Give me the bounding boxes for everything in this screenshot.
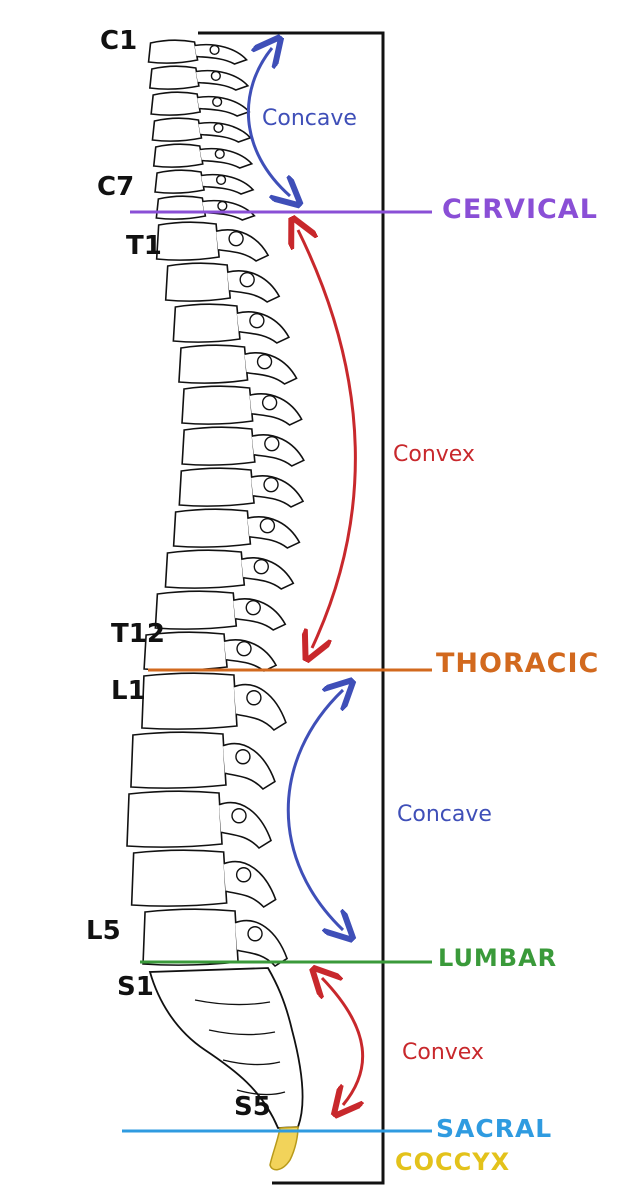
vertebra-body xyxy=(150,91,202,116)
vertebra-foramen xyxy=(256,353,273,370)
vertebra-process xyxy=(223,860,277,909)
vertebra-body xyxy=(181,426,256,466)
vertebra-body xyxy=(178,344,249,384)
curve-label-lumbar: Concave xyxy=(397,802,492,827)
vertebra-foramen xyxy=(217,200,228,212)
label-l1: L1 xyxy=(111,676,146,706)
vertebra-foramen xyxy=(236,640,252,657)
vertebra-body xyxy=(152,143,204,168)
vertebra-process xyxy=(197,95,251,117)
vertebra-foramen xyxy=(235,867,252,883)
cervical-curve-arrow xyxy=(246,48,290,196)
vertebra-body xyxy=(147,39,199,64)
vertebra-foramen xyxy=(263,476,279,493)
vertebra-body xyxy=(172,303,241,343)
vertebra-body xyxy=(164,262,232,302)
sacral-segment-line xyxy=(194,999,271,1006)
sacral-curve-arrow xyxy=(322,978,363,1105)
vertebra-body xyxy=(151,117,203,142)
vertebra-body xyxy=(154,590,238,630)
label-t12: T12 xyxy=(111,619,165,649)
vertebra-process xyxy=(222,742,276,791)
vertebra-body xyxy=(148,65,200,90)
vertebra-body xyxy=(130,731,227,789)
vertebra-foramen xyxy=(264,435,280,452)
vertebra-body xyxy=(178,467,255,507)
vertebra-body xyxy=(155,195,207,220)
vertebra-process xyxy=(233,683,287,732)
vertebra-foramen xyxy=(249,312,265,329)
vertebra-process xyxy=(194,43,248,65)
vertebra-body xyxy=(141,672,238,730)
vertebra-body xyxy=(172,508,252,548)
region-label-thoracic: THORACIC xyxy=(436,648,600,679)
vertebra-process xyxy=(198,121,252,143)
vertebra-foramen xyxy=(235,749,251,765)
vertebra-process xyxy=(200,173,255,195)
region-label-coccyx: COCCYX xyxy=(395,1148,511,1176)
vertebra-foramen xyxy=(212,96,223,108)
vertebra-body xyxy=(130,849,228,907)
curve-label-cervical: Concave xyxy=(262,106,357,131)
vertebra-foramen xyxy=(239,271,255,288)
region-label-lumbar: LUMBAR xyxy=(438,944,558,972)
label-s1: S1 xyxy=(117,972,154,1002)
label-t1: T1 xyxy=(126,231,162,261)
sacrum-shape xyxy=(148,967,304,1129)
vertebra-foramen xyxy=(214,148,225,160)
label-s5: S5 xyxy=(234,1092,271,1122)
vertebra-body xyxy=(126,790,223,848)
vertebra-body xyxy=(181,385,254,425)
vertebral-column xyxy=(126,39,305,1129)
vertebra-foramen xyxy=(261,394,278,411)
vertebra-body xyxy=(164,549,246,589)
vertebra-foramen xyxy=(246,690,262,706)
curve-label-sacral: Convex xyxy=(402,1040,484,1065)
vertebra-foramen xyxy=(245,599,261,616)
vertebra-process xyxy=(195,69,250,91)
coccyx-shape xyxy=(269,1126,299,1171)
vertebra-foramen xyxy=(228,230,244,247)
sacral-segment-line xyxy=(222,1059,281,1066)
lumbar-curve-arrow xyxy=(286,690,343,930)
sacral-segment-line xyxy=(208,1029,276,1036)
vertebra-foramen xyxy=(231,808,247,824)
vertebra-body xyxy=(142,908,239,966)
vertebra-foramen xyxy=(210,70,221,82)
vertebra-foramen xyxy=(253,558,269,575)
region-label-sacral: SACRAL xyxy=(436,1114,553,1143)
vertebra-foramen xyxy=(259,517,276,534)
vertebra-foramen xyxy=(213,122,224,134)
vertebra-process xyxy=(202,199,256,221)
thoracic-curve-arrow xyxy=(298,230,357,648)
vertebra-process xyxy=(234,919,289,968)
vertebra-foramen xyxy=(209,44,220,56)
vertebra-body xyxy=(154,169,205,194)
vertebra-process xyxy=(218,801,272,850)
vertebra-body xyxy=(155,221,220,261)
sacral-segment-line xyxy=(236,1089,286,1096)
label-c7: C7 xyxy=(97,172,135,202)
curve-label-thoracic: Convex xyxy=(393,442,475,467)
vertebra-foramen xyxy=(215,174,227,186)
vertebra-foramen xyxy=(247,926,263,942)
region-label-cervical: CERVICAL xyxy=(442,194,598,225)
vertebra-process xyxy=(199,147,254,169)
label-c1: C1 xyxy=(100,26,138,56)
label-l5: L5 xyxy=(86,916,121,946)
